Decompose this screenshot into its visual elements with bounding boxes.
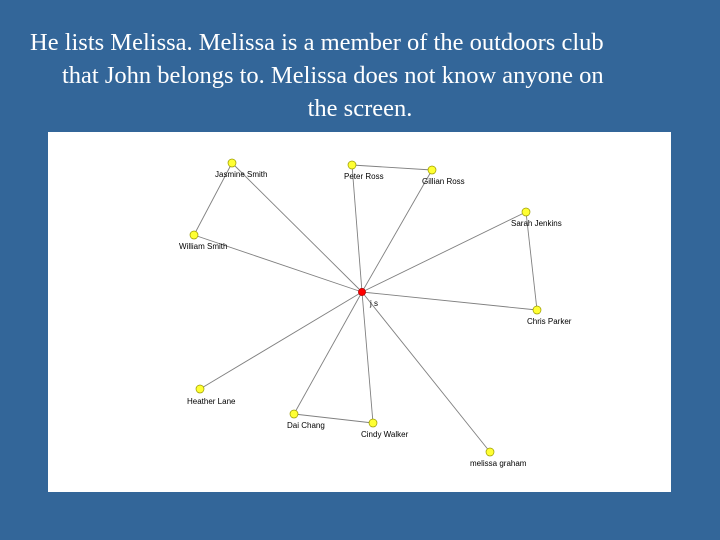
alter-node-jasmine[interactable] [227, 158, 237, 168]
alter-node-cindy[interactable] [368, 418, 378, 428]
node-label-william: William Smith [179, 242, 227, 251]
tie-jasmine-william [193, 162, 233, 236]
tie-js-cindy [361, 291, 374, 424]
tie-js-william [193, 234, 363, 293]
slide-title: He lists Melissa. Melissa is a member of… [20, 26, 700, 125]
tie-peter-gillian [351, 164, 433, 171]
alter-node-william[interactable] [189, 230, 199, 240]
node-label-sarah: Sarah Jenkins [511, 219, 562, 228]
alter-node-heather[interactable] [195, 384, 205, 394]
title-line-1: He lists Melissa. Melissa is a member of… [30, 29, 604, 56]
tie-js-melissa [361, 291, 491, 453]
node-label-jasmine: Jasmine Smith [215, 170, 267, 179]
node-label-melissa: melissa graham [470, 459, 527, 468]
title-line-2: that John belongs to. Melissa does not k… [62, 62, 604, 89]
tie-js-dai [293, 291, 363, 415]
tie-dai-cindy [293, 413, 374, 424]
tie-js-gillian [361, 169, 433, 293]
tie-js-peter [351, 164, 363, 293]
node-label-js: j s [369, 299, 378, 308]
node-label-dai: Dai Chang [287, 421, 325, 430]
alter-node-gillian[interactable] [427, 165, 437, 175]
alter-node-sarah[interactable] [521, 207, 531, 217]
node-label-cindy: Cindy Walker [361, 430, 409, 439]
node-label-heather: Heather Lane [187, 397, 236, 406]
tie-js-sarah [361, 211, 527, 293]
tie-sarah-chris [525, 211, 538, 311]
ego-node-js[interactable] [358, 288, 366, 296]
tie-js-jasmine [231, 162, 363, 293]
alter-node-chris[interactable] [532, 305, 542, 315]
node-label-chris: Chris Parker [527, 317, 572, 326]
alter-node-dai[interactable] [289, 409, 299, 419]
alter-node-peter[interactable] [347, 160, 357, 170]
tie-js-heather [199, 291, 363, 390]
node-label-gillian: Gillian Ross [422, 177, 465, 186]
tie-js-chris [361, 291, 538, 311]
title-line-3: the screen. [307, 95, 413, 122]
alter-node-melissa[interactable] [485, 447, 495, 457]
node-label-peter: Peter Ross [344, 172, 384, 181]
